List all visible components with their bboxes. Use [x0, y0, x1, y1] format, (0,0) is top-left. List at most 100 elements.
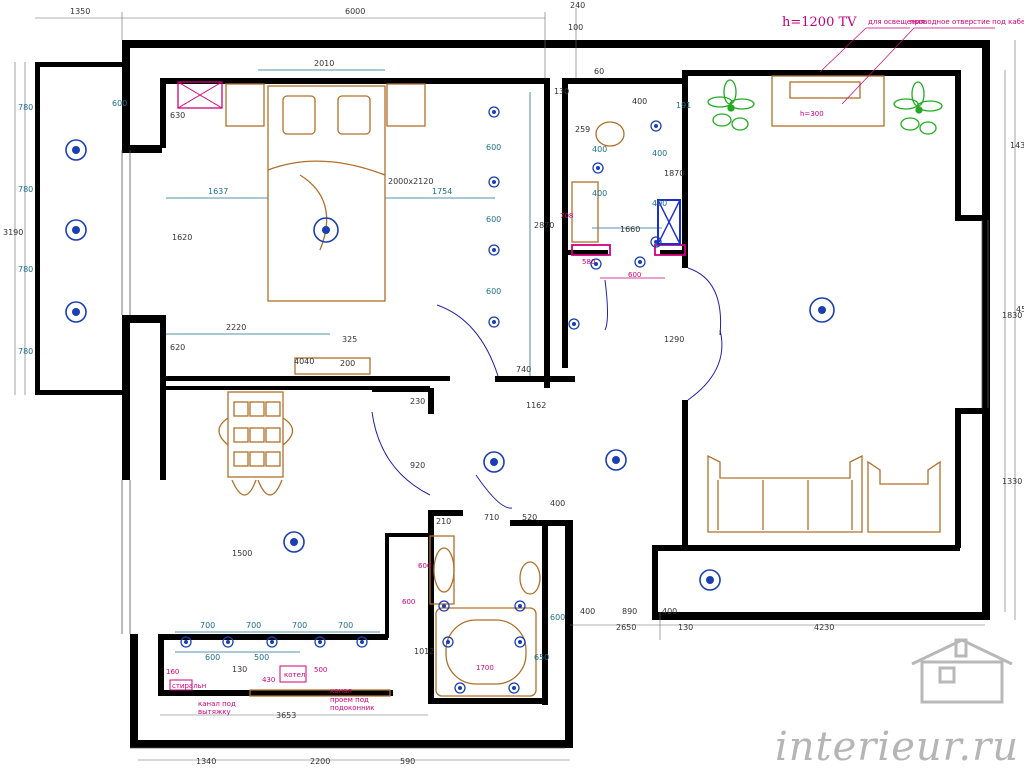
dim-top-3: 240: [570, 1, 585, 10]
dim-bath-10: 1290: [664, 335, 684, 344]
ceiling-light-icon: [809, 297, 835, 323]
dim-bath-0: 259: [575, 125, 590, 134]
dim-k-10: 200: [340, 359, 355, 368]
dining-table: [227, 391, 284, 478]
dim-bed-9: 325: [342, 335, 357, 344]
dim-top-5: 130: [554, 87, 569, 96]
dim-k-1: 700: [246, 621, 261, 630]
dim-bed-7: 620: [170, 343, 185, 352]
ceiling-light-center: [72, 226, 80, 234]
spot-light-center: [596, 166, 600, 170]
spot-light-icon: [568, 318, 580, 330]
dim-bath-4: 708: [560, 212, 573, 220]
dim-k-13: 600: [418, 562, 431, 570]
dim-k-14: 210: [436, 517, 451, 526]
small-note: стиральн: [172, 682, 206, 690]
dim-bed-12: 600: [486, 287, 501, 296]
dimension-lines: [14, 8, 1016, 761]
dim-k-0: 700: [200, 621, 215, 630]
dim-k-7: 1500: [232, 549, 252, 558]
ceiling-light-center: [612, 456, 620, 464]
spot-light-icon: [314, 636, 326, 648]
dim-bath-5: 1660: [620, 225, 640, 234]
tv-height-label: h=1200 TV: [782, 15, 857, 30]
dim-left-2: 780: [18, 185, 33, 194]
dim-bed-14: 1162: [526, 401, 546, 410]
spot-light-center: [446, 640, 450, 644]
spot-light-icon: [514, 636, 526, 648]
ceiling-light-icon: [699, 569, 721, 591]
spot-light-center: [442, 604, 446, 608]
dim-bot-9: 130: [678, 623, 693, 632]
dim-bed-11: 600: [486, 215, 501, 224]
spot-light-center: [638, 260, 642, 264]
spot-light-icon: [650, 236, 662, 248]
dim-k-18: 1012: [414, 647, 434, 656]
dim-bed-0: 1637: [208, 187, 228, 196]
plant-right: [893, 81, 943, 135]
spot-light-center: [572, 322, 576, 326]
bed: [267, 85, 386, 302]
ceiling-light-icon: [605, 449, 627, 471]
spot-light-icon: [634, 256, 646, 268]
dim-k-2: 700: [292, 621, 307, 630]
spot-light-icon: [592, 162, 604, 174]
dim-k-17: 520: [522, 513, 537, 522]
spot-light-icon: [488, 176, 500, 188]
dim-top-2: 2010: [314, 59, 334, 68]
ceiling-light-center: [290, 538, 298, 546]
dim-bath-1: 400: [592, 145, 607, 154]
dim-k-19: 600: [550, 613, 565, 622]
dim-bot-8: 4230: [814, 623, 834, 632]
dim-k-15: 400: [550, 499, 565, 508]
furniture: [218, 75, 941, 697]
spot-light-icon: [650, 120, 662, 132]
dim-top-7: 400: [632, 97, 647, 106]
ceiling-light-icon: [65, 219, 87, 241]
dim-bot-2: 590: [400, 757, 415, 766]
spot-light-icon: [514, 600, 526, 612]
dim-bed-6: 2220: [226, 323, 246, 332]
spot-light-icon: [590, 258, 602, 270]
boiler-note-2: вытяжку: [198, 708, 231, 716]
dim-top-8: 191: [676, 101, 691, 110]
dim-k-4: 600: [205, 653, 220, 662]
sofa: [707, 454, 863, 533]
dim-k-12: 500: [314, 666, 327, 674]
ceiling-light-icon: [65, 301, 87, 323]
dim-right-1: 4590: [1016, 305, 1024, 314]
note-leaders: [819, 27, 995, 105]
spot-light-icon: [356, 636, 368, 648]
ceiling-light-icon: [483, 451, 505, 473]
cable-hole-note: проводное отверстие под кабель: [910, 18, 1024, 26]
window-lines: [121, 150, 989, 749]
ceiling-light-icon: [313, 217, 339, 243]
dim-k-8: 130: [232, 665, 247, 674]
bathtub: [435, 607, 537, 697]
dim-top-4: 100: [568, 23, 583, 32]
spot-light-center: [492, 110, 496, 114]
dim-k-5: 500: [254, 653, 269, 662]
site-logo-text: interieur.ru: [775, 724, 1019, 768]
dim-bed-4: 600: [112, 99, 127, 108]
ceiling-light-icon: [65, 139, 87, 161]
ceiling-light-center: [72, 308, 80, 316]
spot-light-center: [594, 262, 598, 266]
spot-light-icon: [488, 106, 500, 118]
bed-size-label: 2000x2120: [388, 177, 433, 186]
light-fixtures: [65, 139, 835, 591]
spot-light-icon: [488, 316, 500, 328]
spot-light-icon: [442, 636, 454, 648]
spot-lights: [180, 106, 662, 694]
dim-bot-7: 2650: [616, 623, 636, 632]
spot-light-center: [226, 640, 230, 644]
dim-left-1: 780: [18, 103, 33, 112]
spot-light-center: [654, 124, 658, 128]
spot-light-center: [512, 686, 516, 690]
dim-bath-3: 400: [652, 199, 667, 208]
dim-bot-3: 3653: [276, 711, 296, 720]
spot-light-center: [458, 686, 462, 690]
spot-light-icon: [454, 682, 466, 694]
dim-k-3: 700: [338, 621, 353, 630]
